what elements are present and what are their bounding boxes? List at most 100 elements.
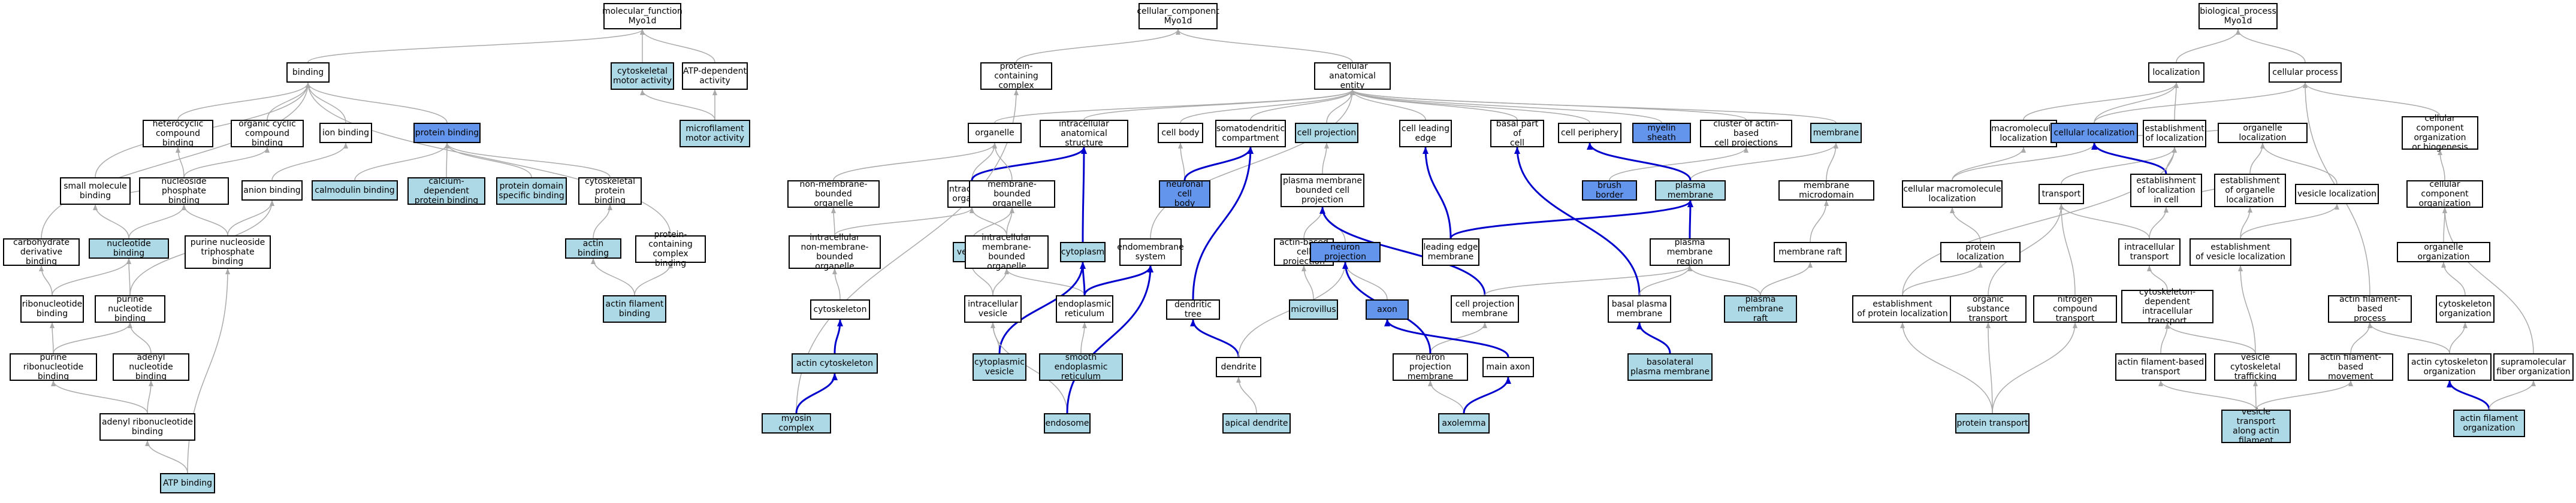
go-term-nucleot[interactable]: nucleotide binding xyxy=(89,238,169,259)
go-term-cellproj[interactable]: cell projection xyxy=(1295,123,1358,143)
go-term-leadmem[interactable]: leading edge membrane xyxy=(1422,238,1479,266)
go-term-intratrans[interactable]: intracellular transport xyxy=(2118,238,2181,266)
go-term-actin[interactable]: actin binding xyxy=(565,238,621,259)
go-term-intraanat[interactable]: intracellular anatomical structure xyxy=(1040,119,1128,148)
go-term-memraft[interactable]: membrane raft xyxy=(1774,242,1847,262)
go-term-macroloc[interactable]: macromolecule localization xyxy=(1990,120,2057,147)
go-term-local[interactable]: localization xyxy=(2148,62,2204,83)
go-term-smoothER[interactable]: smooth endoplasmic reticulum xyxy=(1039,353,1123,381)
go-term-dendtree[interactable]: dendritic tree xyxy=(1166,299,1220,320)
go-term-estprotloc[interactable]: establishment of protein localization xyxy=(1852,295,1953,323)
go-term-organelle[interactable]: organelle xyxy=(968,123,1022,143)
go-term-smallmol[interactable]: small molecule binding xyxy=(60,177,131,205)
go-term-prottrans[interactable]: protein transport xyxy=(1955,413,2030,434)
go-term-actfil[interactable]: actin filament binding xyxy=(603,295,666,323)
go-term-basolat[interactable]: basolateral plasma membrane xyxy=(1627,353,1713,381)
go-term-estloccell[interactable]: establishment of localization in cell xyxy=(2130,174,2202,207)
go-term-estloc[interactable]: establishment of localization xyxy=(2143,120,2206,147)
go-term-estorgloc[interactable]: establishment of organelle localization xyxy=(2214,174,2286,207)
go-term-atp[interactable]: ATP binding xyxy=(160,473,215,493)
go-term-apicaldend[interactable]: apical dendrite xyxy=(1222,413,1291,434)
go-term-dendrite[interactable]: dendrite xyxy=(1216,357,1261,377)
go-term-basalpart[interactable]: basal part of cell xyxy=(1490,119,1544,148)
go-term-afproc[interactable]: actin filament-based process xyxy=(2328,295,2412,323)
go-term-microvillus[interactable]: microvillus xyxy=(1289,299,1338,320)
go-term-orgloc[interactable]: organelle localization xyxy=(2218,123,2308,143)
go-term-vestrans[interactable]: vesicle transport along actin filament xyxy=(2221,407,2291,446)
go-term-neuronbody[interactable]: neuronal cell body xyxy=(1159,180,1210,208)
go-term-neuronprojmem[interactable]: neuron projection membrane xyxy=(1393,353,1468,381)
go-term-cytovesicle[interactable]: cytoplasmic vesicle xyxy=(973,353,1026,381)
go-term-ccorgbio[interactable]: cellular component organization or bioge… xyxy=(2402,114,2478,152)
go-term-pmboundproj[interactable]: plasma membrane bounded cell projection xyxy=(1281,174,1364,207)
go-term-purnucleos[interactable]: purine nucleoside triphosphate binding xyxy=(185,235,271,269)
go-term-anion[interactable]: anion binding xyxy=(241,180,303,201)
go-term-neuronproj[interactable]: neuron projection xyxy=(1310,242,1381,262)
go-term-nucphos[interactable]: nucleoside phosphate binding xyxy=(139,177,229,205)
go-term-vescyto[interactable]: vesicle cytoskeletal trafficking xyxy=(2214,353,2297,381)
go-term-axolemma[interactable]: axolemma xyxy=(1438,413,1490,434)
go-term-atpdep[interactable]: ATP-dependent activity xyxy=(682,62,748,90)
go-term-carbo[interactable]: carbohydrate derivative binding xyxy=(3,238,80,266)
go-term-intravesicle[interactable]: intracellular vesicle xyxy=(964,295,1022,323)
go-term-domspec[interactable]: protein domain specific binding xyxy=(496,177,567,205)
go-term-cae[interactable]: cellular anatomical entity xyxy=(1314,62,1391,90)
go-term-binding[interactable]: binding xyxy=(286,62,330,83)
go-term-cytoorg[interactable]: cytoskeleton organization xyxy=(2436,295,2495,323)
go-term-ion[interactable]: ion binding xyxy=(319,123,372,143)
go-term-intramem[interactable]: intracellular membrane-bounded organelle xyxy=(965,233,1049,271)
go-term-adenyl[interactable]: adenyl nucleotide binding xyxy=(113,353,189,381)
go-term-afbmove[interactable]: actin filament-based movement xyxy=(2308,353,2393,381)
go-term-cytoskel[interactable]: cytoskeleton xyxy=(810,299,870,320)
go-term-mf[interactable]: molecular_function Myo1d xyxy=(602,3,682,29)
go-term-membrane[interactable]: membrane xyxy=(1810,123,1862,143)
go-term-afbtrans[interactable]: actin filament-based transport xyxy=(2115,353,2206,381)
go-term-nitro[interactable]: nitrogen compound transport xyxy=(2033,295,2117,323)
go-term-purnuc[interactable]: purine nucleotide binding xyxy=(95,295,165,323)
go-term-myosincplx[interactable]: myosin complex xyxy=(762,413,831,434)
go-term-protcplxbind[interactable]: protein-containing complex binding xyxy=(635,230,706,268)
go-term-cadep[interactable]: calcium-dependent protein binding xyxy=(407,177,485,205)
go-term-adenylribo[interactable]: adenyl ribonucleotide binding xyxy=(99,413,195,441)
go-term-memmicro[interactable]: membrane microdomain xyxy=(1778,180,1874,201)
go-term-ccorg[interactable]: cellular component organization xyxy=(2406,180,2483,208)
go-term-cellbody[interactable]: cell body xyxy=(1158,123,1203,143)
go-term-mfmotor[interactable]: microfilament motor activity xyxy=(680,120,750,147)
go-term-cc[interactable]: cellular_component Myo1d xyxy=(1137,3,1219,29)
go-term-protbind[interactable]: protein binding xyxy=(413,123,481,143)
go-term-actincytoorg[interactable]: actin cytoskeleton organization xyxy=(2408,353,2492,381)
go-term-nonmembound[interactable]: non-membrane-bounded organelle xyxy=(787,180,880,208)
go-term-cytomotor[interactable]: cytoskeletal motor activity xyxy=(611,62,674,90)
go-term-cellloc[interactable]: cellular localization xyxy=(2050,123,2138,143)
go-term-cytoprot[interactable]: cytoskeletal protein binding xyxy=(578,177,642,205)
go-term-protloc[interactable]: protein localization xyxy=(1940,242,2021,262)
go-term-axon[interactable]: axon xyxy=(1366,299,1409,320)
go-term-hetero[interactable]: heterocyclic compound binding xyxy=(143,119,213,148)
go-term-membound[interactable]: membrane-bounded organelle xyxy=(969,180,1055,208)
go-term-transport[interactable]: transport xyxy=(2039,184,2084,204)
go-term-protcplx[interactable]: protein-containing complex xyxy=(980,62,1052,90)
go-term-calmod[interactable]: calmodulin binding xyxy=(312,180,398,201)
go-term-pmregion[interactable]: plasma membrane region xyxy=(1650,238,1730,266)
go-term-actincyto[interactable]: actin cytoskeleton xyxy=(792,353,878,374)
go-term-er[interactable]: endoplasmic reticulum xyxy=(1056,295,1113,323)
go-term-leadedge[interactable]: cell leading edge xyxy=(1399,120,1452,147)
go-term-brush[interactable]: brush border xyxy=(1582,180,1637,201)
go-term-myelin[interactable]: myelin sheath xyxy=(1632,123,1691,143)
go-term-ribonuc[interactable]: ribonucleotide binding xyxy=(20,295,84,323)
go-term-bp[interactable]: biological_process Myo1d xyxy=(2198,3,2278,29)
go-term-organiccyc[interactable]: organic cyclic compound binding xyxy=(231,119,304,148)
go-term-orgsub[interactable]: organic substance transport xyxy=(1950,295,2027,323)
go-term-cellprojmem[interactable]: cell projection membrane xyxy=(1451,295,1519,323)
go-term-pmraft[interactable]: plasma membrane raft xyxy=(1724,295,1797,323)
go-term-mainaxon[interactable]: main axon xyxy=(1482,357,1534,377)
go-term-cytodep[interactable]: cytoskeleton-dependent intracellular tra… xyxy=(2121,287,2213,326)
go-term-endomem[interactable]: endomembrane system xyxy=(1117,238,1184,266)
go-term-orgorg[interactable]: organelle organization xyxy=(2397,242,2490,262)
go-term-plasmamem[interactable]: plasma membrane xyxy=(1655,180,1726,201)
go-term-purribo[interactable]: purine ribonucleotide binding xyxy=(10,353,97,381)
go-term-estvesloc[interactable]: establishment of vesicle localization xyxy=(2190,238,2291,266)
go-term-somato[interactable]: somatodendritic compartment xyxy=(1215,120,1286,147)
go-term-vesloc[interactable]: vesicle localization xyxy=(2295,184,2379,204)
go-term-intranonmem[interactable]: intracellular non-membrane-bounded organ… xyxy=(789,233,881,271)
